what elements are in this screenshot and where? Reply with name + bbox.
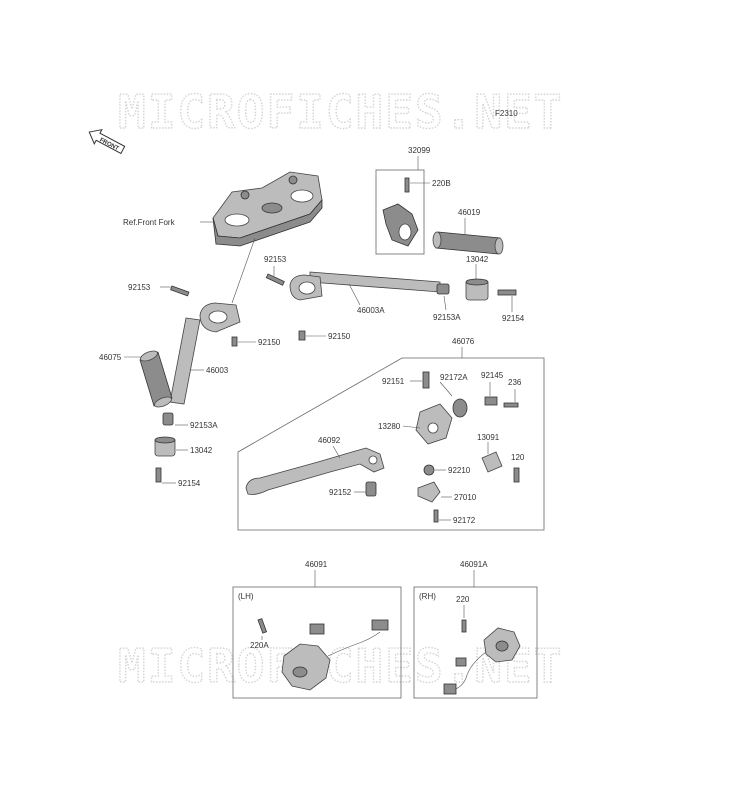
bolt-92153-a [170,285,190,297]
part-92153A-right: 92153A [433,313,461,322]
screw-92150-a [231,336,238,347]
screw-236 [503,402,519,408]
rh-switch-box [413,586,538,699]
screw-220A [257,618,268,634]
spring-92145 [484,396,498,406]
part-92153-left: 92153 [128,283,151,292]
lh-switch-box [232,586,402,699]
end-weight-13042-left [154,436,176,457]
figure-code: F2310 [495,109,518,118]
part-220A: 220A [250,641,269,650]
part-92154-right: 92154 [502,314,525,323]
screw-220B [404,177,410,193]
end-weight-13042-right [465,278,489,301]
screw-92172 [433,509,439,523]
bracket-27010 [417,481,441,503]
watermark-top: MICROFICHES.NET [118,85,563,139]
screw-220 [461,619,467,633]
part-46019: 46019 [458,208,481,217]
grip-46019 [432,231,504,255]
throttle-housing-box [375,169,425,255]
part-92172A: 92172A [440,373,468,382]
part-92150-right: 92150 [328,332,351,341]
bushing-92152 [365,481,377,497]
bolt-92154-left [155,467,162,483]
part-92172: 92172 [453,516,476,525]
switch-13091 [481,451,503,473]
part-46091A: 46091A [460,560,488,569]
bolt-92151 [422,371,430,389]
part-46075: 46075 [99,353,122,362]
part-27010: 27010 [454,493,477,502]
part-220B: 220B [432,179,451,188]
lever-assembly-box [237,357,545,531]
throttle-housing-32099 [382,203,419,247]
lh-switch-housing-46091 [281,619,389,691]
lh-label: (LH) [238,592,254,601]
screw-92150-b [298,330,306,341]
part-13091: 13091 [477,433,500,442]
part-220: 220 [456,595,470,604]
rh-label: (RH) [419,592,436,601]
part-46092: 46092 [318,436,341,445]
part-46003: 46003 [206,366,229,375]
ref-front-fork-label: Ref.Front Fork [123,218,176,227]
weight-92153A-right [436,283,450,295]
part-92154-left: 92154 [178,479,201,488]
screw-120 [513,467,520,483]
part-92151: 92151 [382,377,405,386]
part-46091: 46091 [305,560,328,569]
part-32099: 32099 [408,146,431,155]
part-92153A-left: 92153A [190,421,218,430]
adjuster-92172A [452,398,468,418]
part-92145: 92145 [481,371,504,380]
upper-triple-clamp [212,171,323,247]
bolt-92153-b [265,273,285,286]
handlebar-left-46003 [169,302,241,405]
part-236: 236 [508,378,522,387]
bolt-92154-right [497,289,517,296]
nut-92210 [423,464,435,476]
part-92150-left: 92150 [258,338,281,347]
part-46003A: 46003A [357,306,385,315]
part-46076: 46076 [452,337,475,346]
part-13042-left: 13042 [190,446,213,455]
part-120: 120 [511,453,525,462]
part-92152: 92152 [329,488,352,497]
part-13280: 13280 [378,422,401,431]
part-92210: 92210 [448,466,471,475]
brake-lever-46092 [245,447,385,495]
rh-switch-housing-46091A [443,627,521,695]
part-13042-right: 13042 [466,255,489,264]
weight-92153A-left [162,412,174,426]
lever-holder-13280 [415,403,453,445]
handlebar-right-46003A [289,271,441,301]
part-92153-center: 92153 [264,255,287,264]
grip-46075 [139,350,173,408]
